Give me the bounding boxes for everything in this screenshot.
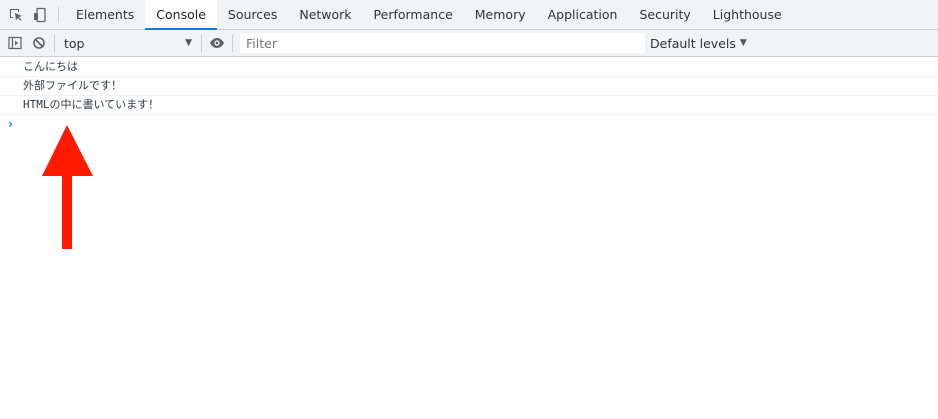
- prompt-chevron-icon: ›: [8, 117, 13, 131]
- toolbar-divider: [201, 34, 202, 52]
- tab-performance[interactable]: Performance: [373, 7, 453, 22]
- tab-network[interactable]: Network: [299, 7, 352, 22]
- red-arrow-annotation: [42, 125, 93, 249]
- tab-memory[interactable]: Memory: [474, 7, 526, 22]
- execution-context-select[interactable]: top ▼: [58, 33, 198, 53]
- tab-sources[interactable]: Sources: [227, 7, 278, 22]
- console-toolbar: top ▼ Default levels ▼: [0, 30, 938, 57]
- inspect-element-icon[interactable]: [4, 0, 28, 30]
- log-levels-label: Default levels: [650, 35, 736, 51]
- dropdown-arrow-icon: ▼: [739, 38, 747, 48]
- console-message: 外部ファイルです！: [0, 77, 938, 96]
- tab-security[interactable]: Security: [639, 7, 691, 22]
- device-toolbar-icon[interactable]: [28, 0, 52, 30]
- console-message: こんにちは: [0, 58, 938, 77]
- log-levels-dropdown[interactable]: Default levels ▼: [650, 36, 747, 51]
- toolbar-divider: [232, 34, 233, 52]
- tab-bar-divider: [58, 6, 59, 23]
- console-message: HTMLの中に書いています！: [0, 96, 938, 115]
- eye-icon[interactable]: [205, 30, 229, 57]
- tab-application[interactable]: Application: [547, 7, 618, 22]
- toolbar-divider: [54, 34, 55, 52]
- tab-lighthouse[interactable]: Lighthouse: [712, 7, 782, 22]
- console-prompt[interactable]: ›: [0, 115, 938, 133]
- clear-console-icon[interactable]: [27, 30, 51, 57]
- console-output: こんにちは 外部ファイルです！ HTMLの中に書いています！ ›: [0, 58, 938, 419]
- devtools-tab-bar: Elements Console Sources Network Perform…: [0, 0, 938, 30]
- execution-context-value: top: [64, 35, 85, 51]
- filter-input[interactable]: [240, 33, 645, 53]
- sidebar-toggle-icon[interactable]: [3, 30, 27, 57]
- tab-console[interactable]: Console: [145, 0, 217, 30]
- dropdown-arrow-icon: ▼: [185, 38, 192, 48]
- tab-elements[interactable]: Elements: [76, 7, 135, 22]
